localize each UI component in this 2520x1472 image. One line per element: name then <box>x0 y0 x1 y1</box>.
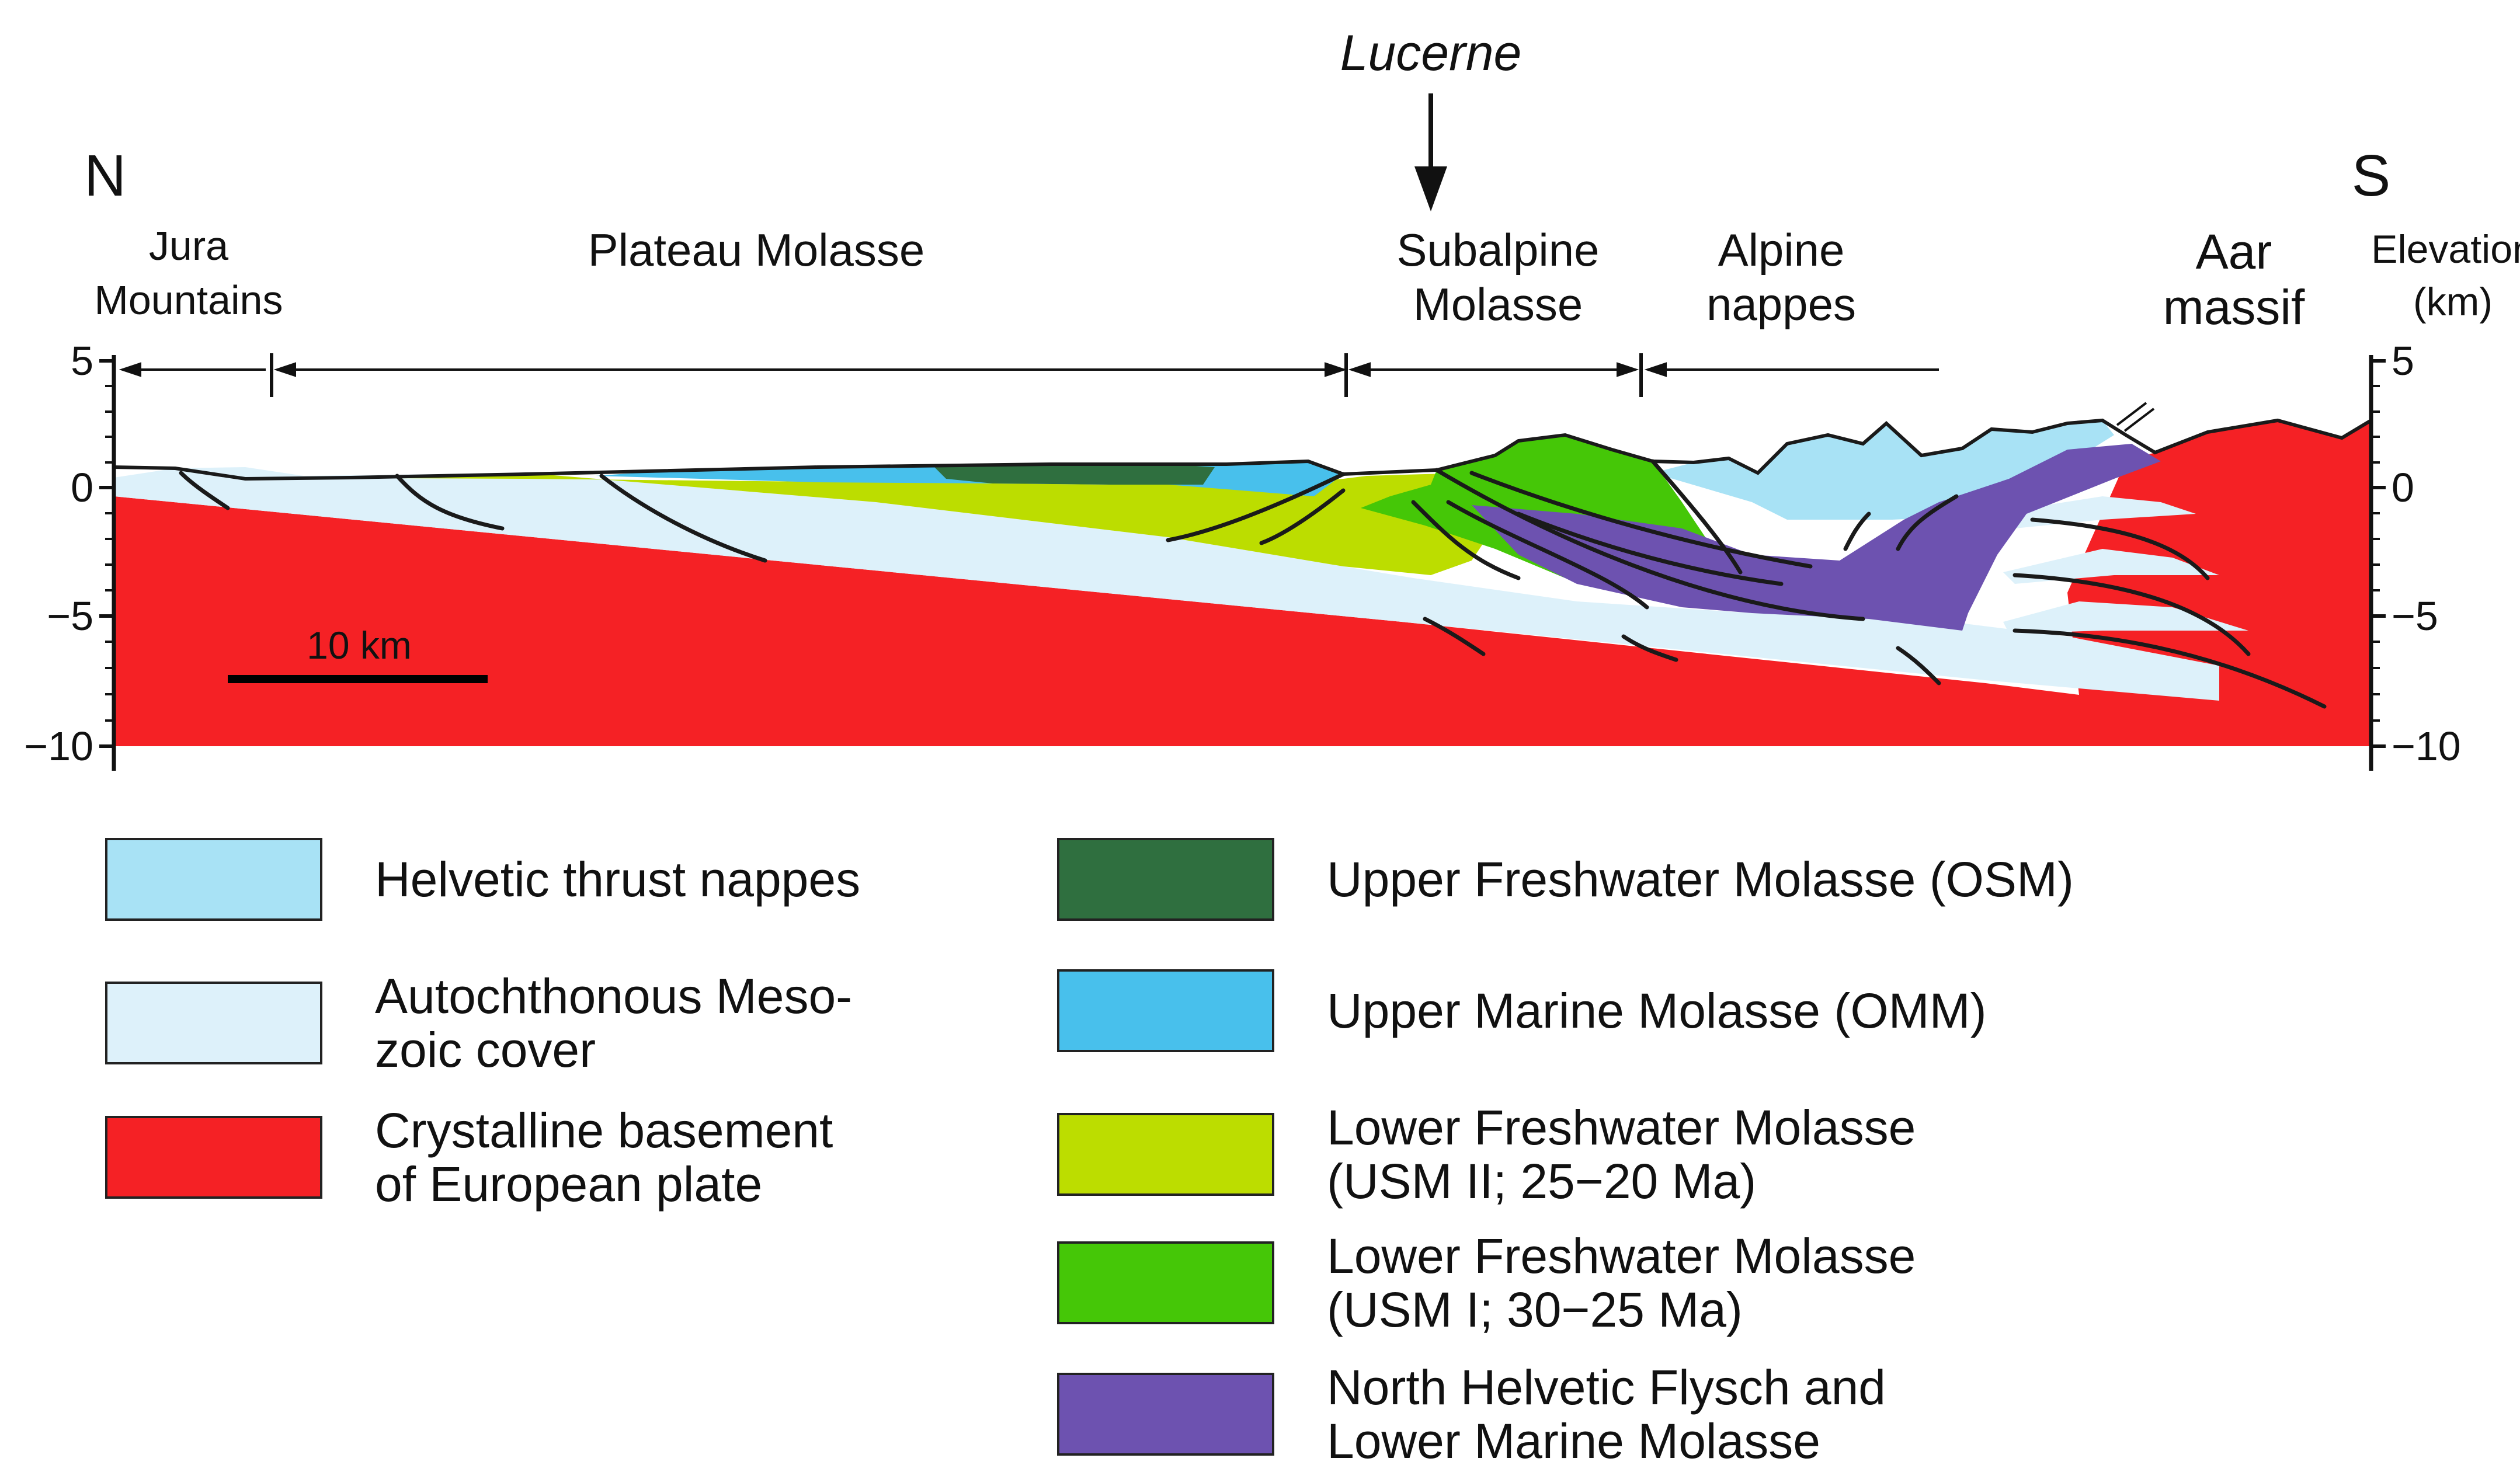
legend-item-osm: Upper Freshwater Molasse (OSM) <box>1057 838 2074 921</box>
fault-line <box>179 471 230 510</box>
arrowhead <box>1325 362 1347 377</box>
left-elevation-axis <box>99 355 116 771</box>
region-label-aar: massif <box>2163 280 2305 335</box>
legend-swatch <box>1057 969 1274 1052</box>
legend-item-flysch: North Helvetic Flysch and Lower Marine M… <box>1057 1360 1886 1468</box>
left-axis-labels: 5 0 −5 −10 <box>24 338 93 769</box>
legend-swatch <box>1057 1113 1274 1196</box>
fault-line <box>1166 472 1346 542</box>
fault-line <box>1434 468 1865 621</box>
helvetic-sliver-2 <box>2003 549 2219 584</box>
fault-line <box>1411 500 1521 580</box>
elevation-unit-label: (km) <box>2413 280 2493 324</box>
legend-item-autochthonous: Autochthonous Meso- zoic cover <box>105 969 852 1077</box>
legend-item-basement: Crystalline basement of European plate <box>105 1104 833 1211</box>
geologic-section <box>113 418 2372 746</box>
fault-line <box>2030 517 2210 580</box>
legend-item-usm-i: Lower Freshwater Molasse (USM I; 30−25 M… <box>1057 1229 1916 1337</box>
usm-ii-unit <box>263 473 1518 575</box>
elevation-label: Elevation <box>2371 227 2520 272</box>
legend-label: Lower Freshwater Molasse (USM I; 30−25 M… <box>1327 1229 1916 1337</box>
arrowhead <box>1617 362 1639 377</box>
fault-lines <box>179 459 2327 709</box>
arrowhead <box>1644 362 1667 377</box>
scale-bar-label: 10 km <box>307 624 412 667</box>
topographic-surface <box>113 418 2372 481</box>
right-tick-label: 0 <box>2392 465 2414 510</box>
fault-line <box>2012 628 2327 709</box>
legend-item-helvetic: Helvetic thrust nappes <box>105 838 860 921</box>
crystalline-basement-unit <box>114 420 2371 746</box>
fault-line <box>1843 511 1871 551</box>
arrowhead <box>273 362 296 377</box>
lucerne-arrowhead <box>1414 166 1447 211</box>
fault-line <box>1516 511 1784 586</box>
fault-line <box>1896 646 1941 685</box>
lucerne-label: Lucerne <box>1340 25 1522 81</box>
legend-swatch <box>1057 838 1274 921</box>
legend-swatch <box>105 838 322 921</box>
fault-line <box>1446 500 1649 610</box>
left-tick-label: −5 <box>47 593 93 639</box>
fault-line <box>1650 459 1743 575</box>
arrowhead <box>119 362 141 377</box>
south-label: S <box>2352 143 2391 208</box>
legend-label: North Helvetic Flysch and Lower Marine M… <box>1327 1360 1886 1468</box>
legend-swatch <box>1057 1241 1274 1324</box>
fault-line <box>395 474 505 531</box>
region-label-alpine: nappes <box>1706 279 1856 330</box>
legend-label: Helvetic thrust nappes <box>375 852 861 907</box>
left-tick-label: 0 <box>71 465 93 510</box>
legend-item-usm-ii: Lower Freshwater Molasse (USM II; 25−20 … <box>1057 1101 1916 1208</box>
right-elevation-axis <box>2369 355 2386 771</box>
fault-line <box>2012 573 2251 656</box>
region-brackets <box>119 353 1939 397</box>
region-label-jura: Mountains <box>95 277 283 323</box>
region-label-plateau: Plateau Molasse <box>588 224 925 276</box>
right-axis-labels: 5 0 −5 −10 <box>2392 338 2461 769</box>
arrowhead <box>1348 362 1371 377</box>
legend-label: Upper Freshwater Molasse (OSM) <box>1327 852 2074 907</box>
legend-label: Lower Freshwater Molasse (USM II; 25−20 … <box>1327 1100 1916 1209</box>
region-label-aar: Aar <box>2196 224 2272 279</box>
north-label: N <box>84 143 126 208</box>
autochthonous-cover-band <box>114 467 2219 701</box>
region-label-jura: Jura <box>149 223 228 269</box>
left-tick-label: 5 <box>71 338 93 384</box>
fault-line <box>599 474 767 563</box>
region-label-alpine: Alpine <box>1718 224 1845 276</box>
osm-unit <box>934 464 1215 485</box>
lucerne-marker <box>1414 93 1447 211</box>
fault-line <box>1621 634 1678 662</box>
left-tick-label: −10 <box>24 723 93 769</box>
region-label-subalpine: Subalpine <box>1397 224 1600 276</box>
right-tick-label: −5 <box>2392 593 2438 639</box>
fault-line <box>1259 488 1346 545</box>
fault-symbol-line <box>2116 402 2147 426</box>
legend-item-omm: Upper Marine Molasse (OMM) <box>1057 969 1987 1052</box>
legend-swatch <box>105 982 322 1064</box>
helvetic-sliver-3 <box>2003 601 2248 634</box>
legend-label: Upper Marine Molasse (OMM) <box>1327 983 1987 1038</box>
legend-label: Crystalline basement of European plate <box>375 1103 833 1212</box>
region-label-subalpine: Molasse <box>1413 279 1583 330</box>
right-tick-label: −10 <box>2392 723 2461 769</box>
flysch-unit <box>1472 444 2161 631</box>
fault-symbol <box>2116 402 2155 432</box>
legend-label: Autochthonous Meso- zoic cover <box>375 969 853 1077</box>
fault-line <box>1896 494 1959 551</box>
fault-symbol-line <box>2123 408 2155 432</box>
right-tick-label: 5 <box>2392 338 2414 384</box>
legend-swatch <box>1057 1373 1274 1456</box>
legend-swatch <box>105 1116 322 1199</box>
fault-line <box>1469 471 1813 569</box>
fault-line <box>1423 617 1486 656</box>
